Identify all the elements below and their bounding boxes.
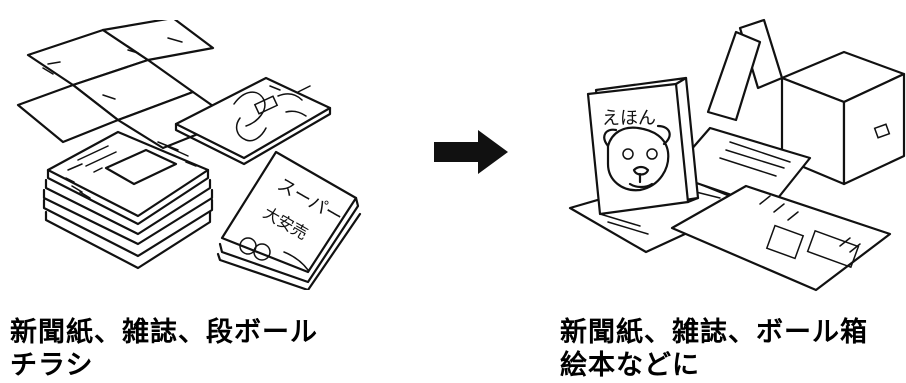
paper-box [706,18,906,186]
before-caption-line2: チラシ [10,350,94,381]
after-caption-line1: 新聞紙、雑誌、ボール箱 [560,317,868,348]
picture-book-stack: えほん [586,76,700,216]
right-arrow-icon [434,130,508,174]
arrow-shape [434,130,508,174]
newspaper-stack [42,130,214,270]
flyer-stack: スーパー 大安売 [216,150,362,290]
before-caption-line1: 新聞紙、雑誌、段ボール [10,317,318,348]
after-caption: 新聞紙、雑誌、ボール箱 絵本などに [560,316,868,382]
paper-waste-illustration: スーパー 大安売 [16,20,362,290]
dog-face-drawing [603,124,671,192]
before-caption: 新聞紙、雑誌、段ボール チラシ [10,316,318,382]
magazine [174,76,332,166]
after-caption-line2: 絵本などに [560,350,700,381]
picture-book-title: えほん [602,108,656,129]
recycled-products-illustration: えほん [568,18,906,292]
